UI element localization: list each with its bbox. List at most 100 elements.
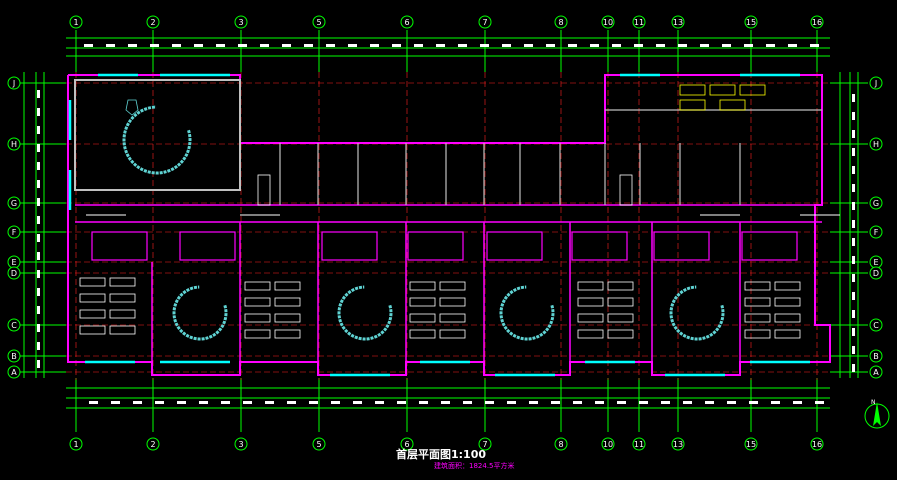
toilet-room <box>653 231 710 261</box>
bed <box>577 281 604 291</box>
axis-label: 15 <box>746 18 756 27</box>
furniture <box>79 84 801 341</box>
bed <box>274 313 301 323</box>
axis-bubble <box>869 137 883 151</box>
dimension-text <box>37 198 40 206</box>
axis-label: 5 <box>316 18 321 27</box>
dimension-text <box>852 328 855 336</box>
stair <box>619 174 633 206</box>
dimension-text <box>815 401 824 404</box>
dimension-text <box>661 401 670 404</box>
axis-label: 11 <box>634 18 644 27</box>
axis-label: 11 <box>634 440 644 449</box>
axis-label: J <box>12 79 15 88</box>
axis-label: G <box>11 199 17 208</box>
axis-bubble <box>632 15 646 29</box>
dimension-text <box>639 401 648 404</box>
bed <box>774 281 801 291</box>
dimension-text <box>37 162 40 170</box>
bed <box>774 329 801 339</box>
axis-bubble <box>478 437 492 451</box>
axis-label: B <box>873 352 879 361</box>
axis-label: 6 <box>404 18 409 27</box>
axis-label: 15 <box>746 440 756 449</box>
dimension-text <box>852 346 855 354</box>
axis-bubble <box>312 437 326 451</box>
stair <box>257 174 271 206</box>
axis-label: 2 <box>150 18 155 27</box>
dimension-text <box>683 401 692 404</box>
dimension-text <box>852 238 855 246</box>
dimension-text <box>287 401 296 404</box>
bed <box>607 297 634 307</box>
dimension-text <box>852 94 855 102</box>
bed <box>109 293 136 303</box>
dimension-text <box>771 401 780 404</box>
dimension-text <box>194 44 203 47</box>
bed <box>439 297 466 307</box>
dimension-text <box>265 401 274 404</box>
toilet-room <box>407 231 464 261</box>
axis-bubble <box>869 196 883 210</box>
axis-label: C <box>11 321 17 330</box>
dimension-text <box>852 220 855 228</box>
bed <box>79 293 106 303</box>
dimension-text <box>727 401 736 404</box>
dimension-text <box>238 44 247 47</box>
dimension-text <box>392 44 401 47</box>
axis-bubble <box>7 318 21 332</box>
dimension-text <box>37 108 40 116</box>
axis-bubble <box>554 15 568 29</box>
axis-bubble <box>7 365 21 379</box>
axis-bubble <box>744 15 758 29</box>
dimension-text <box>617 401 626 404</box>
dimension-text <box>37 90 40 98</box>
drawing-subtitle: 建筑面积：1824.5平方米 <box>434 462 515 470</box>
dimension-text <box>722 44 731 47</box>
dimension-text <box>37 126 40 134</box>
dimension-text <box>37 180 40 188</box>
axis-bubble <box>69 437 83 451</box>
axis-bubble <box>234 437 248 451</box>
dimension-text <box>810 44 819 47</box>
bed <box>607 329 634 339</box>
dimension-text <box>458 44 467 47</box>
north-label: N <box>871 399 876 406</box>
dimension-text <box>304 44 313 47</box>
dimension-text <box>348 44 357 47</box>
bed <box>577 329 604 339</box>
dimension-text <box>551 401 560 404</box>
bed <box>439 329 466 339</box>
dimension-text <box>155 401 164 404</box>
bed <box>607 313 634 323</box>
dimension-text <box>199 401 208 404</box>
dimension-text <box>705 401 714 404</box>
axis-label: E <box>11 258 16 267</box>
toilet-room <box>321 231 378 261</box>
dimension-text <box>529 401 538 404</box>
axis-bubble <box>7 196 21 210</box>
axis-label: 6 <box>404 440 409 449</box>
axis-bubble <box>7 137 21 151</box>
axis-bubble <box>869 349 883 363</box>
bed <box>109 277 136 287</box>
axis-label: 1 <box>73 440 78 449</box>
dimension-text <box>612 44 621 47</box>
dimension-text <box>106 44 115 47</box>
axis-bubble <box>7 266 21 280</box>
building-walls <box>67 73 840 377</box>
toilet-room <box>741 231 798 261</box>
bed <box>774 313 801 323</box>
axis-label: 2 <box>150 440 155 449</box>
dimension-text <box>84 44 93 47</box>
dimension-text <box>852 202 855 210</box>
axis-label: D <box>873 269 879 278</box>
kitchen-counter <box>679 84 706 96</box>
bed <box>109 309 136 319</box>
dimension-text <box>502 44 511 47</box>
axis-bubble <box>744 437 758 451</box>
axis-bubble <box>632 437 646 451</box>
axis-bubble <box>146 15 160 29</box>
